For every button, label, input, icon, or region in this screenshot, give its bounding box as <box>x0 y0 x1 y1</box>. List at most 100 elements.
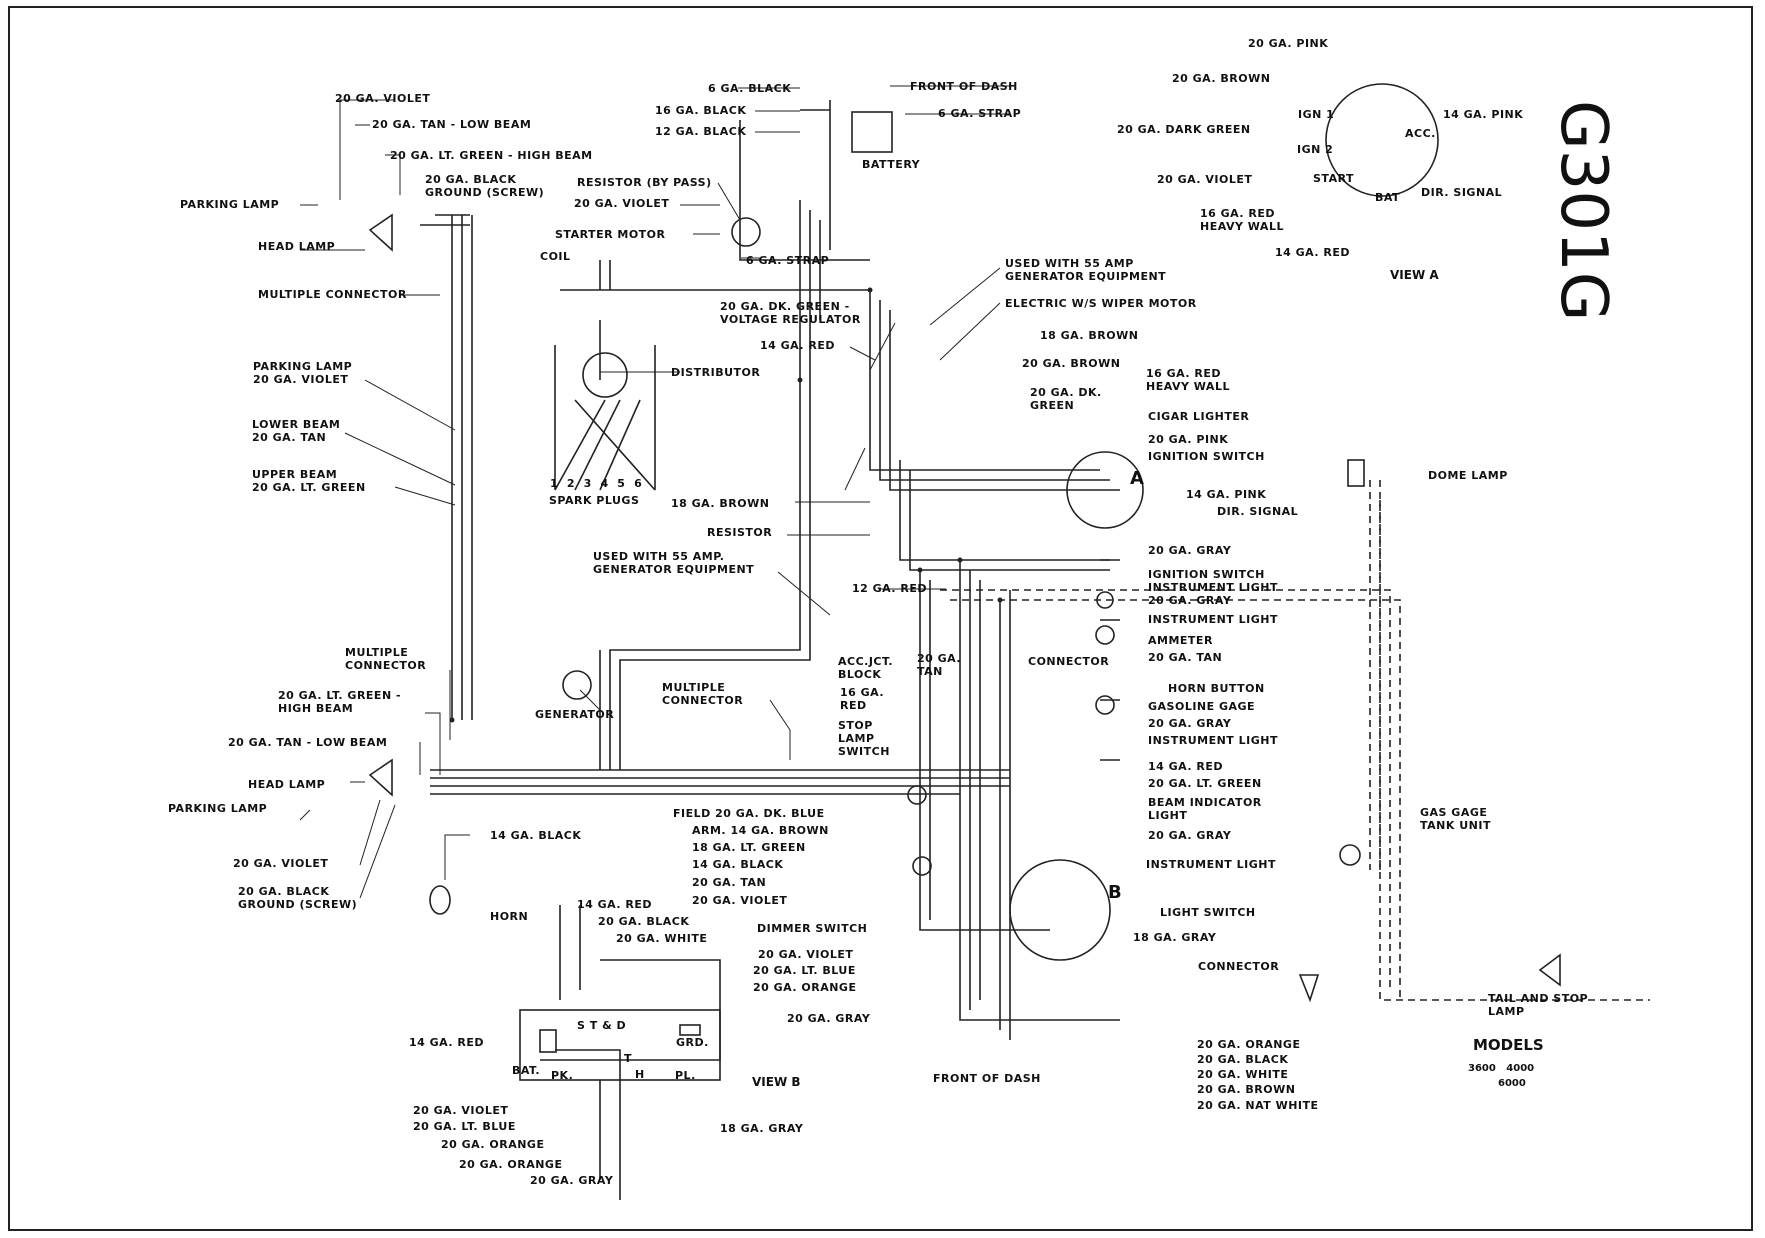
wire-label-view-b: S T & D <box>577 1019 627 1032</box>
wire-label-view-a: 14 GA. PINK <box>1443 108 1524 121</box>
wire-label-dash: CONNECTOR <box>1028 655 1110 668</box>
wire-label-front-left: 20 GA. LT. GREEN - HIGH BEAM <box>390 149 593 162</box>
wire-label-dash: CIGAR LIGHTER <box>1148 410 1250 423</box>
wire-label-dash: 16 GA. RED <box>840 686 885 712</box>
wire-label-engine: 20 GA. VIOLET <box>574 197 670 210</box>
wire-label-engine: 14 GA. RED <box>760 339 836 352</box>
wire-label-dash: 14 GA. PINK <box>1186 488 1267 501</box>
wire-label-dash: 20 GA. BROWN <box>1197 1083 1296 1096</box>
wire-label-engine: 18 GA. LT. GREEN <box>692 841 806 854</box>
marker-a: A <box>1130 468 1144 489</box>
wire-label-dash: 20 GA. VIOLET <box>758 948 854 961</box>
wire-label-view-b: GRD. <box>676 1036 709 1049</box>
diagram-frame <box>8 6 1753 1231</box>
wire-label-engine: 20 GA. DK. GREEN - VOLTAGE REGULATOR <box>720 300 861 326</box>
wire-label-view-b: 20 GA. LT. BLUE <box>413 1120 516 1133</box>
wire-label-view-a: 20 GA. BROWN <box>1172 72 1271 85</box>
wire-label-engine: 14 GA. BLACK <box>692 858 784 871</box>
wire-label-front-left: HEAD LAMP <box>258 240 336 253</box>
wire-label-front-left: 20 GA. BLACK GROUND (SCREW) <box>425 173 545 199</box>
wire-label-front-left: 14 GA. BLACK <box>490 829 582 842</box>
wire-label-dash: 20 GA. ORANGE <box>753 981 857 994</box>
wire-label-dash: INSTRUMENT LIGHT <box>1146 858 1276 871</box>
wire-label-rear: CONNECTOR <box>1198 960 1280 973</box>
wire-label-engine: DISTRIBUTOR <box>671 366 761 379</box>
wire-label-dash: DIMMER SWITCH <box>757 922 868 935</box>
wire-label-engine: 6 GA. BLACK <box>708 82 792 95</box>
wire-label-view-b: 20 GA. VIOLET <box>413 1104 509 1117</box>
wire-label-dash: 20 GA. DK. GREEN <box>1030 386 1102 412</box>
wire-label-dash: FRONT OF DASH <box>933 1072 1041 1085</box>
wire-label-view-b: BAT. <box>512 1064 541 1077</box>
wire-label-front-left: HORN <box>490 910 529 923</box>
wire-label-engine: GENERATOR <box>535 708 615 721</box>
wire-label-engine: 20 GA. VIOLET <box>692 894 788 907</box>
wire-label-dash: 16 GA. RED HEAVY WALL <box>1146 367 1230 393</box>
wire-label-engine: RESISTOR (BY PASS) <box>577 176 712 189</box>
wire-label-engine: 18 GA. BROWN <box>671 497 770 510</box>
wire-label-view-a: 20 GA. DARK GREEN <box>1117 123 1251 136</box>
wire-label-view-b: H <box>635 1068 645 1081</box>
wire-label-dash: BEAM INDICATOR LIGHT <box>1148 796 1262 822</box>
wire-label-dash: 20 GA. GRAY <box>1148 544 1232 557</box>
wire-label-engine: 12 GA. RED <box>852 582 928 595</box>
wire-label-front-left: 20 GA. VIOLET <box>233 857 329 870</box>
wire-label-view-b: 14 GA. RED <box>409 1036 485 1049</box>
wire-label-engine: STARTER MOTOR <box>555 228 666 241</box>
wire-label-engine: ELECTRIC W/S WIPER MOTOR <box>1005 297 1197 310</box>
wire-label-dash: STOP LAMP SWITCH <box>838 719 890 758</box>
view-a-caption: VIEW A <box>1390 268 1439 282</box>
wire-label-dash: LIGHT SWITCH <box>1160 906 1256 919</box>
wire-label-view-a: 20 GA. PINK <box>1248 37 1329 50</box>
wire-label-dash: IGNITION SWITCH INSTRUMENT LIGHT <box>1148 568 1278 594</box>
wire-label-dash: 20 GA. ORANGE <box>1197 1038 1301 1051</box>
wire-label-front-left: LOWER BEAM 20 GA. TAN <box>252 418 341 444</box>
models-line2: 6000 <box>1498 1078 1526 1089</box>
wire-label-dash: 20 GA. GRAY <box>1148 717 1232 730</box>
wire-label-engine: 1 2 3 4 5 6 <box>550 477 643 490</box>
wire-label-view-a: DIR. SIGNAL <box>1421 186 1503 199</box>
wire-label-view-a: START <box>1313 172 1355 185</box>
wire-label-front-left: PARKING LAMP <box>168 802 268 815</box>
wire-label-front-left: HEAD LAMP <box>248 778 326 791</box>
wire-label-view-a: ACC. <box>1405 127 1436 140</box>
wire-label-dash: 20 GA. GRAY <box>1148 829 1232 842</box>
wire-label-engine: USED WITH 55 AMP GENERATOR EQUIPMENT <box>1005 257 1167 283</box>
wire-label-engine: USED WITH 55 AMP. GENERATOR EQUIPMENT <box>593 550 755 576</box>
wire-label-engine: FIELD 20 GA. DK. BLUE <box>673 807 825 820</box>
wire-label-view-a: 14 GA. RED <box>1275 246 1351 259</box>
wire-label-view-a: IGN 2 <box>1297 143 1334 156</box>
marker-b: B <box>1108 882 1122 903</box>
wire-label-view-a: IGN 1 <box>1298 108 1335 121</box>
wire-label-front-left: 20 GA. BLACK GROUND (SCREW) <box>238 885 358 911</box>
wire-label-dash: ACC.JCT. BLOCK <box>838 655 894 681</box>
wire-label-dash: AMMETER <box>1148 634 1213 647</box>
wire-label-dash: INSTRUMENT LIGHT <box>1148 734 1278 747</box>
wire-label-engine: 6 GA. STRAP <box>938 107 1022 120</box>
wire-label-dash: IGNITION SWITCH <box>1148 450 1265 463</box>
wire-label-dash: 20 GA. LT. GREEN <box>1148 777 1262 790</box>
wire-label-view-a: 16 GA. RED HEAVY WALL <box>1200 207 1284 233</box>
wire-label-engine: SPARK PLUGS <box>549 494 640 507</box>
wire-label-front-left: MULTIPLE CONNECTOR <box>345 646 427 672</box>
wire-label-view-b: 20 GA. GRAY <box>530 1174 614 1187</box>
wire-label-front-left: 20 GA. TAN - LOW BEAM <box>372 118 532 131</box>
diagram-code: G301G <box>1546 100 1620 322</box>
wire-label-engine: 16 GA. BLACK <box>655 104 747 117</box>
wire-label-view-b: T <box>624 1052 633 1065</box>
wire-label-dash: GASOLINE GAGE <box>1148 700 1256 713</box>
wire-label-front-left: 20 GA. TAN - LOW BEAM <box>228 736 388 749</box>
wire-label-front-left: PARKING LAMP 20 GA. VIOLET <box>253 360 353 386</box>
wire-label-front-left: 20 GA. VIOLET <box>335 92 431 105</box>
wire-label-rear: DOME LAMP <box>1428 469 1508 482</box>
wire-label-view-a: 20 GA. VIOLET <box>1157 173 1253 186</box>
wire-label-view-b: 20 GA. ORANGE <box>441 1138 545 1151</box>
models-title: MODELS <box>1473 1036 1544 1054</box>
wire-label-engine: 6 GA. STRAP <box>746 254 830 267</box>
wire-label-engine: 12 GA. BLACK <box>655 125 747 138</box>
wire-label-front-left: 20 GA. LT. GREEN - HIGH BEAM <box>278 689 402 715</box>
wire-label-view-b: PK. <box>551 1069 574 1082</box>
wire-label-dash: 20 GA. BROWN <box>1022 357 1121 370</box>
wire-label-dash: 18 GA. GRAY <box>1133 931 1217 944</box>
